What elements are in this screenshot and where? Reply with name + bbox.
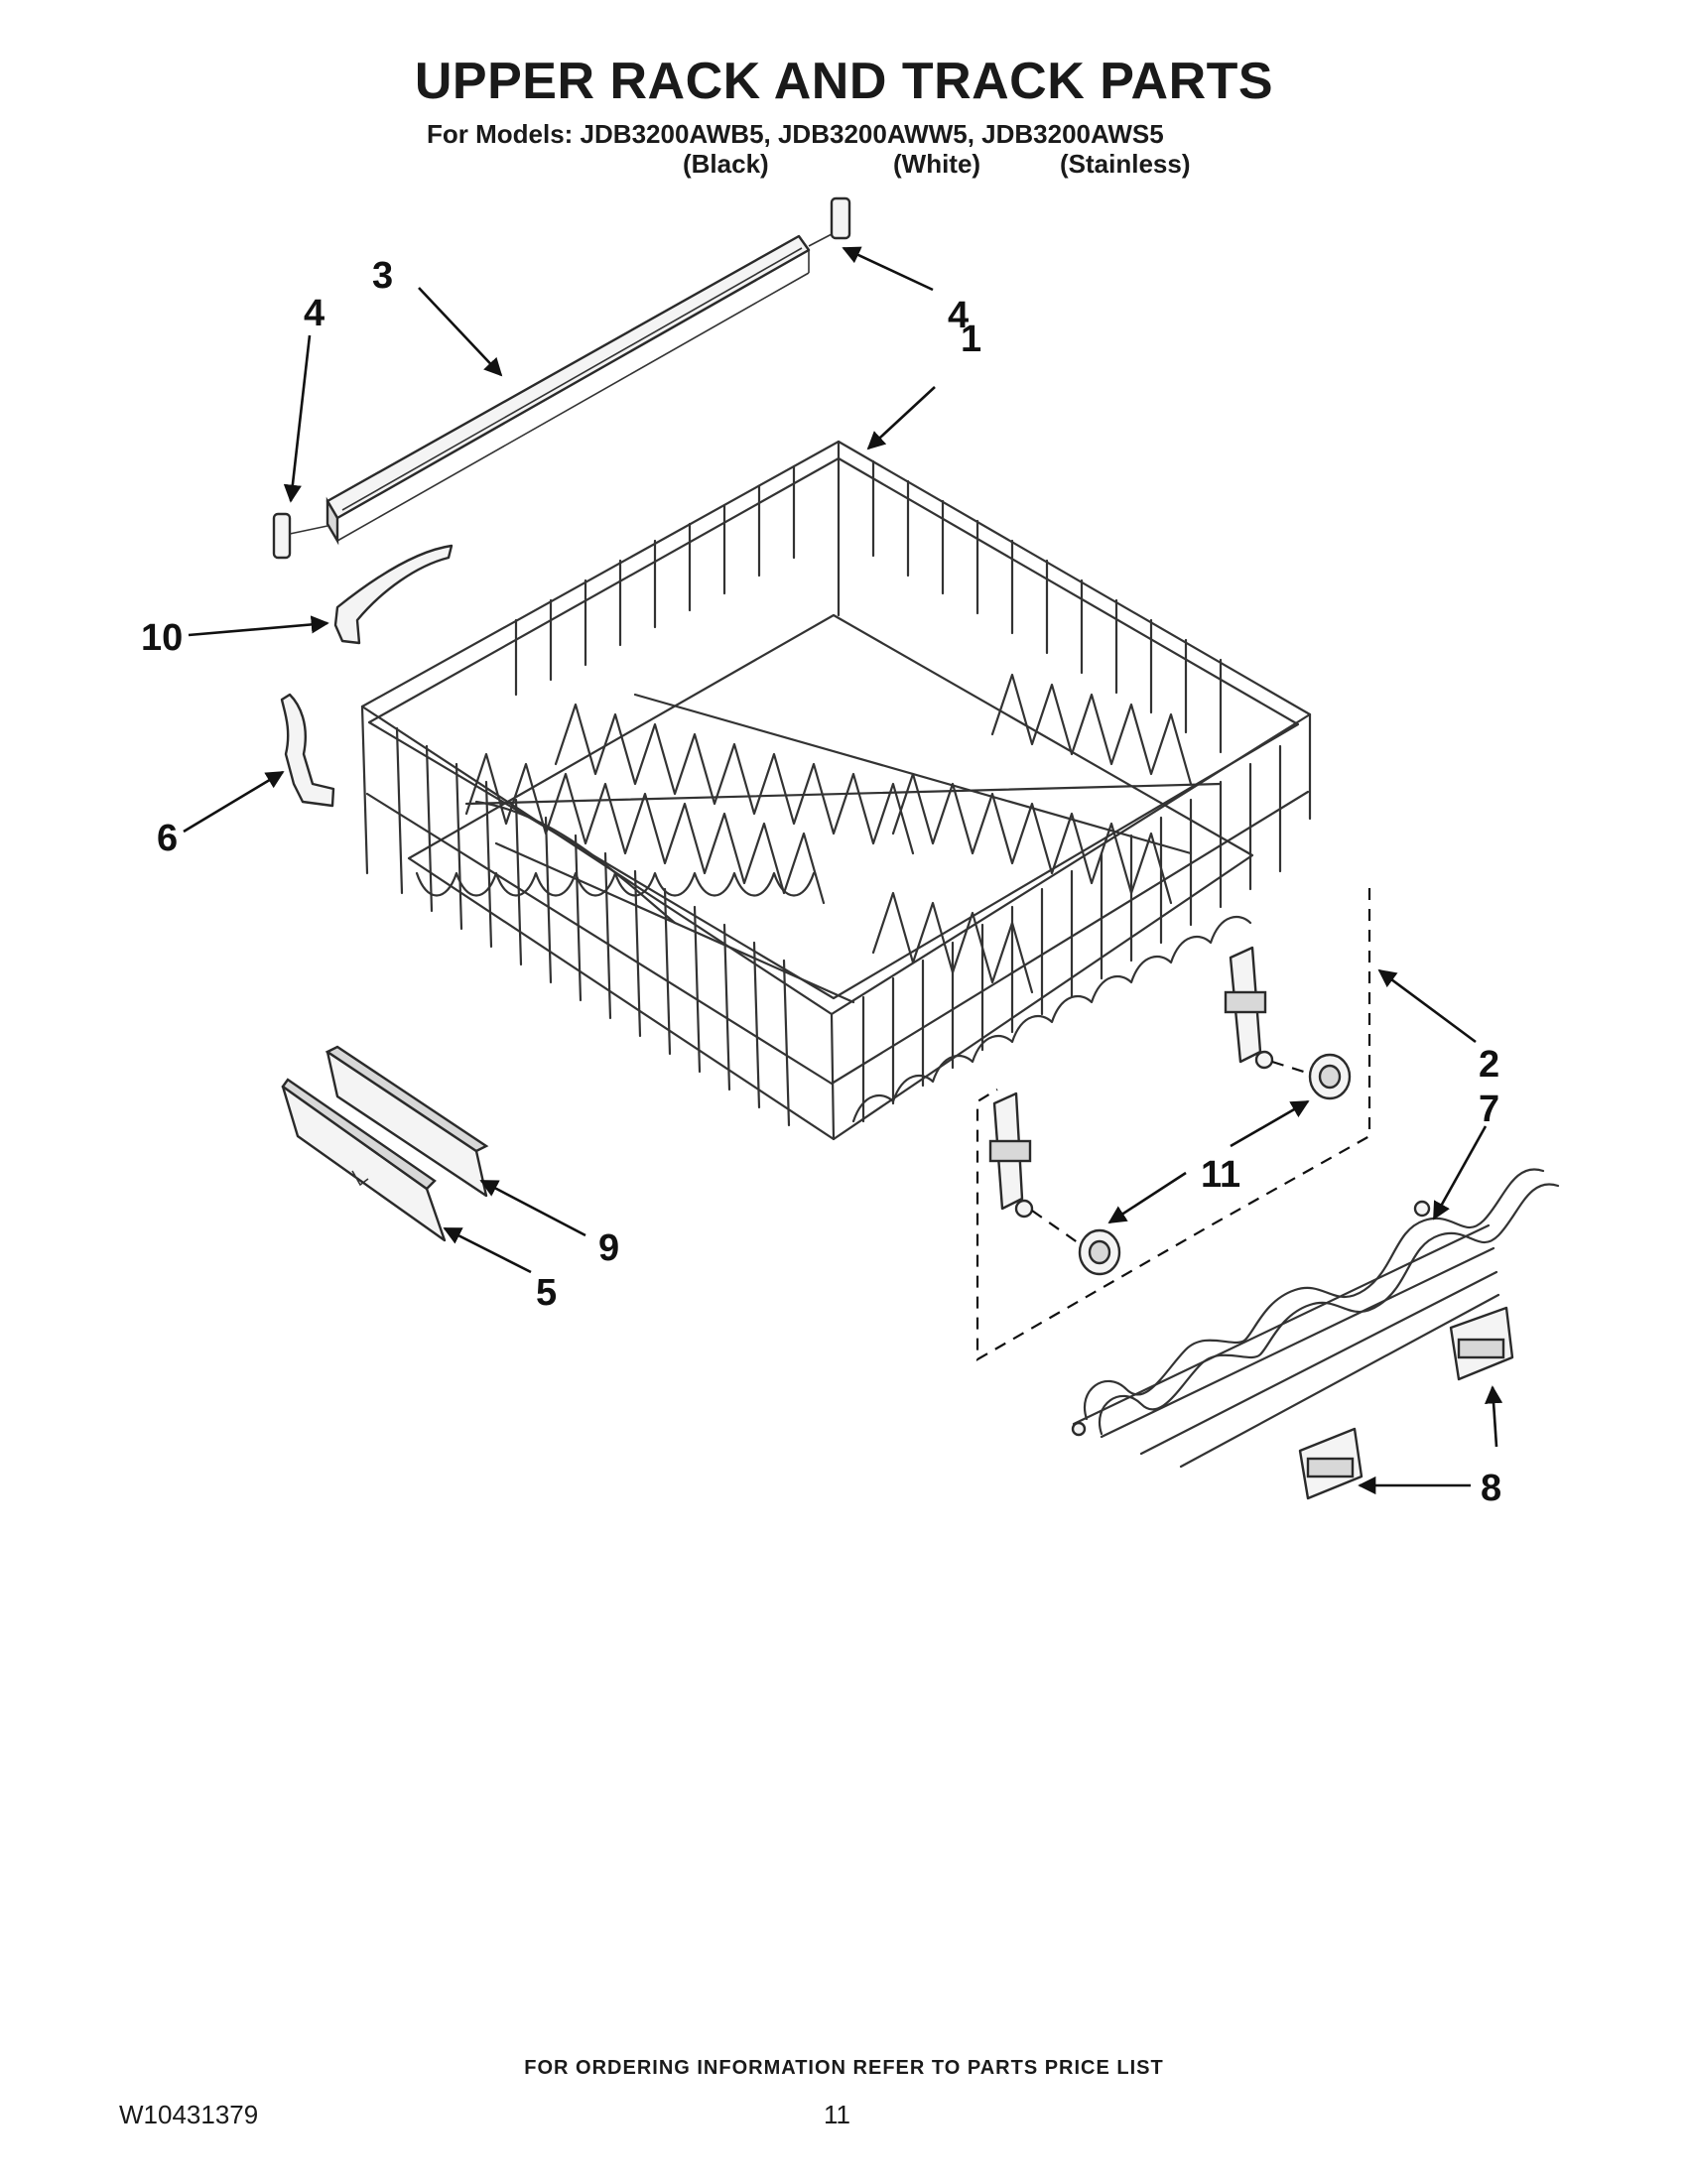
adjuster-left bbox=[988, 1092, 1034, 1219]
color-stainless: (Stainless) bbox=[1060, 149, 1191, 179]
part-2-adjuster-group bbox=[975, 888, 1371, 1361]
part-10-clip bbox=[333, 544, 454, 645]
page-title: UPPER RACK AND TRACK PARTS bbox=[414, 53, 1274, 110]
callout-9: 9 bbox=[598, 1227, 619, 1269]
callout-11: 11 bbox=[1201, 1154, 1240, 1196]
callout-4-left: 4 bbox=[304, 293, 325, 334]
callout-7: 7 bbox=[1479, 1089, 1499, 1130]
part-8-clip-upper bbox=[1449, 1306, 1514, 1381]
part-4-end-cap-right bbox=[808, 196, 851, 247]
document-id: W10431379 bbox=[119, 2100, 259, 2129]
part-11-roller-left bbox=[1031, 1210, 1121, 1276]
color-black: (Black) bbox=[683, 149, 769, 179]
part-4-end-cap-left bbox=[272, 512, 328, 560]
callout-1: 1 bbox=[961, 319, 981, 360]
part-3-rail bbox=[325, 234, 811, 546]
callout-3: 3 bbox=[372, 255, 393, 297]
part-8-clip-lower bbox=[1298, 1427, 1363, 1500]
page-number: 11 bbox=[824, 2100, 850, 2129]
part-9-bracket bbox=[325, 1045, 489, 1198]
adjuster-right bbox=[1224, 946, 1274, 1070]
part-11-roller-right bbox=[1271, 1053, 1352, 1100]
callout-5: 5 bbox=[536, 1272, 557, 1314]
callout-4-right: 4 bbox=[948, 295, 969, 336]
color-white: (White) bbox=[893, 149, 981, 179]
part-1-upper-rack bbox=[360, 440, 1312, 1141]
callout-6: 6 bbox=[157, 818, 178, 859]
models-line: For Models: JDB3200AWB5, JDB3200AWW5, JD… bbox=[427, 119, 1164, 149]
part-7-track bbox=[1071, 1168, 1560, 1469]
callout-10: 10 bbox=[141, 617, 183, 659]
callout-8: 8 bbox=[1481, 1468, 1501, 1509]
callout-2: 2 bbox=[1479, 1044, 1499, 1086]
leader-lines bbox=[183, 246, 1503, 1495]
ordering-note: FOR ORDERING INFORMATION REFER TO PARTS … bbox=[524, 2057, 1164, 2079]
part-6-latch bbox=[280, 693, 335, 808]
